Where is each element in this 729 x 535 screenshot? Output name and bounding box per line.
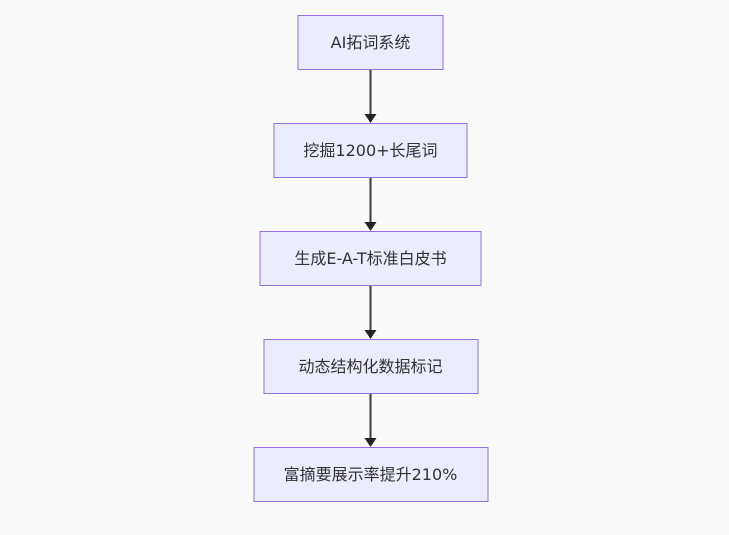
arrow-shaft xyxy=(369,286,372,330)
flow-node-ai-word-expansion-system: AI拓词系统 xyxy=(297,15,444,70)
flow-node-dynamic-structured-data-markup: 动态结构化数据标记 xyxy=(263,339,478,394)
arrow-down-edge-1 xyxy=(364,70,378,123)
arrow-shaft xyxy=(369,70,372,114)
arrow-shaft xyxy=(369,394,372,438)
arrowhead-down-icon xyxy=(364,114,377,123)
arrowhead-down-icon xyxy=(364,438,377,447)
arrow-down-edge-4 xyxy=(364,394,378,447)
arrowhead-down-icon xyxy=(364,330,377,339)
flowchart-column: AI拓词系统 挖掘1200+长尾词 生成E-A-T标准白皮书 动态结构化数据标记… xyxy=(253,15,488,502)
flow-node-mine-longtail-keywords: 挖掘1200+长尾词 xyxy=(273,123,468,178)
flow-node-rich-snippet-rate-increase: 富摘要展示率提升210% xyxy=(253,447,488,502)
arrowhead-down-icon xyxy=(364,222,377,231)
arrow-shaft xyxy=(369,178,372,222)
arrow-down-edge-2 xyxy=(364,178,378,231)
flow-node-generate-eat-whitepaper: 生成E-A-T标准白皮书 xyxy=(259,231,482,286)
arrow-down-edge-3 xyxy=(364,286,378,339)
